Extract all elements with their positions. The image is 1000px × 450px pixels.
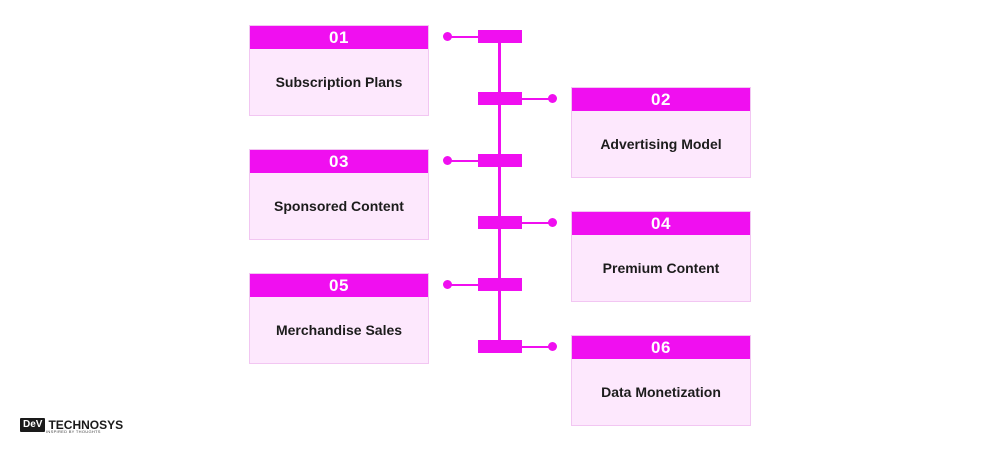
step-number: 04 xyxy=(572,212,750,235)
connector-line xyxy=(520,222,550,224)
step-card-01: 01 Subscription Plans xyxy=(249,25,429,116)
step-label: Data Monetization xyxy=(601,384,721,400)
step-label: Sponsored Content xyxy=(274,198,404,214)
connector-dot xyxy=(548,218,557,227)
timeline-spine xyxy=(498,36,501,348)
step-label: Advertising Model xyxy=(600,136,722,152)
connector-line xyxy=(448,160,480,162)
brand-logo: DeV TECHNOSYS INSPIRED BY THOUGHTS xyxy=(20,416,123,434)
step-number: 02 xyxy=(572,88,750,111)
connector-line xyxy=(520,346,550,348)
step-card-02: 02 Advertising Model xyxy=(571,87,751,178)
step-number: 06 xyxy=(572,336,750,359)
step-number: 05 xyxy=(250,274,428,297)
connector-dot xyxy=(443,280,452,289)
step-card-04: 04 Premium Content xyxy=(571,211,751,302)
connector-line xyxy=(448,36,480,38)
step-label: Subscription Plans xyxy=(275,74,403,90)
connector-dot xyxy=(548,94,557,103)
logo-mark: DeV xyxy=(20,418,46,432)
step-card-03: 03 Sponsored Content xyxy=(249,149,429,240)
step-card-06: 06 Data Monetization xyxy=(571,335,751,426)
connector-dot xyxy=(443,32,452,41)
timeline-marker xyxy=(478,216,522,229)
connector-line xyxy=(448,284,480,286)
logo-tagline: INSPIRED BY THOUGHTS xyxy=(46,429,101,434)
step-card-05: 05 Merchandise Sales xyxy=(249,273,429,364)
timeline-marker xyxy=(478,30,522,43)
step-label: Premium Content xyxy=(602,260,720,276)
connector-dot xyxy=(548,342,557,351)
step-label: Merchandise Sales xyxy=(275,322,403,338)
timeline-marker xyxy=(478,154,522,167)
logo-wordmark: TECHNOSYS xyxy=(48,418,124,432)
step-number: 03 xyxy=(250,150,428,173)
timeline-marker xyxy=(478,340,522,353)
connector-dot xyxy=(443,156,452,165)
step-number: 01 xyxy=(250,26,428,49)
connector-line xyxy=(520,98,550,100)
timeline-marker xyxy=(478,278,522,291)
timeline-marker xyxy=(478,92,522,105)
